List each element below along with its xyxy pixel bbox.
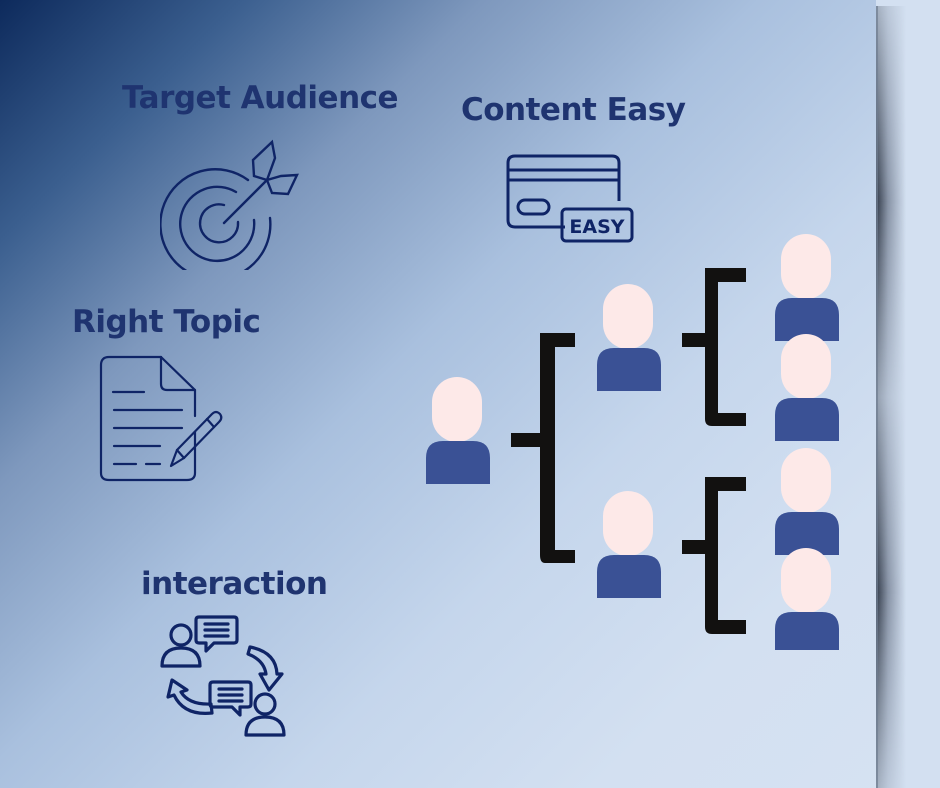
person-level-3 xyxy=(775,334,839,441)
bracket-level-2-bottom xyxy=(682,477,746,634)
interaction-title: interaction xyxy=(141,566,328,602)
easy-badge-text: EASY xyxy=(569,216,624,238)
person-root xyxy=(426,377,490,484)
person-level-3 xyxy=(775,548,839,650)
person-level-2 xyxy=(597,284,661,391)
person-level-3 xyxy=(775,234,839,341)
right-topic-title: Right Topic xyxy=(72,304,261,340)
page-edge-shadow xyxy=(876,6,906,788)
page-edge-line xyxy=(876,6,878,788)
content-easy-title: Content Easy xyxy=(461,92,686,128)
bracket-level-2-top xyxy=(682,268,746,426)
person-level-3 xyxy=(775,448,839,555)
people-chat-cycle-icon xyxy=(160,615,286,737)
target-arrow-icon xyxy=(160,139,299,270)
referral-tree xyxy=(426,234,839,650)
target-audience-title: Target Audience xyxy=(122,80,399,116)
bracket-level-1 xyxy=(511,333,575,563)
document-pencil-icon xyxy=(99,355,223,482)
person-level-2 xyxy=(597,491,661,598)
easy-card-icon: EASY xyxy=(506,154,634,243)
